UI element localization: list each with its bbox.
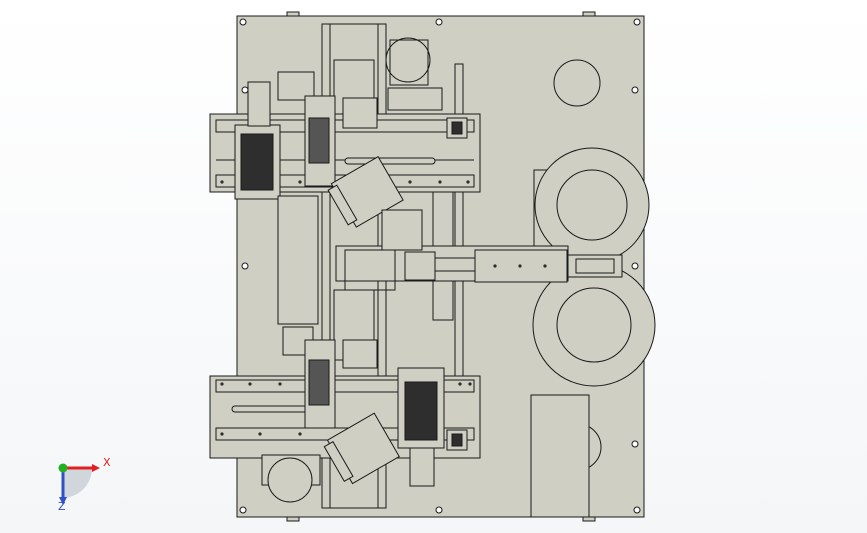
left-vertical-panel [277, 195, 319, 325]
top-pulley [385, 37, 431, 83]
top-left-block [277, 71, 315, 101]
upper-reel-inner [556, 169, 628, 241]
bottom-switch-knob [451, 433, 463, 447]
bottom-motor-block [342, 339, 378, 369]
plate-tab [286, 516, 300, 522]
top-gripper-detail [308, 117, 330, 164]
top-rotated-nozzle [327, 156, 404, 228]
bottom-tray-bracket [409, 447, 435, 487]
bottom-gripper-detail [308, 359, 330, 406]
plate-tab [582, 11, 596, 17]
triad-shadow [63, 468, 92, 498]
z-axis-head [59, 497, 67, 505]
reel-hub-bracket-inner [575, 258, 615, 274]
rail-screw-holes [220, 180, 547, 436]
top-motor-block [342, 97, 378, 129]
bottom-left-pulley [267, 457, 313, 503]
x-axis-label: X [103, 456, 111, 469]
top-pulley-frame [389, 39, 429, 86]
plate-tab [582, 516, 596, 522]
middle-arm-bearing [404, 251, 436, 281]
bottom-tray-grid [404, 381, 438, 441]
mounting-holes [239, 18, 641, 514]
center-bracket [381, 209, 423, 251]
lower-reel-inner [556, 287, 632, 363]
lower-right-housing [530, 394, 590, 518]
top-switch-knob [451, 121, 463, 135]
top-tray-grid [240, 133, 274, 191]
middle-arm-vertical-frame [344, 249, 396, 291]
top-right-block [387, 87, 443, 111]
top-rail-slot [344, 157, 436, 165]
top-tray-bracket [247, 81, 271, 127]
orientation-triad[interactable] [58, 463, 101, 506]
y-axis-marker [58, 463, 68, 473]
z-axis-label: Z [58, 500, 66, 513]
small-pulley [553, 59, 601, 107]
bottom-rotated-nozzle [323, 412, 400, 485]
x-axis-head [92, 464, 100, 472]
plate-tab [286, 11, 300, 17]
